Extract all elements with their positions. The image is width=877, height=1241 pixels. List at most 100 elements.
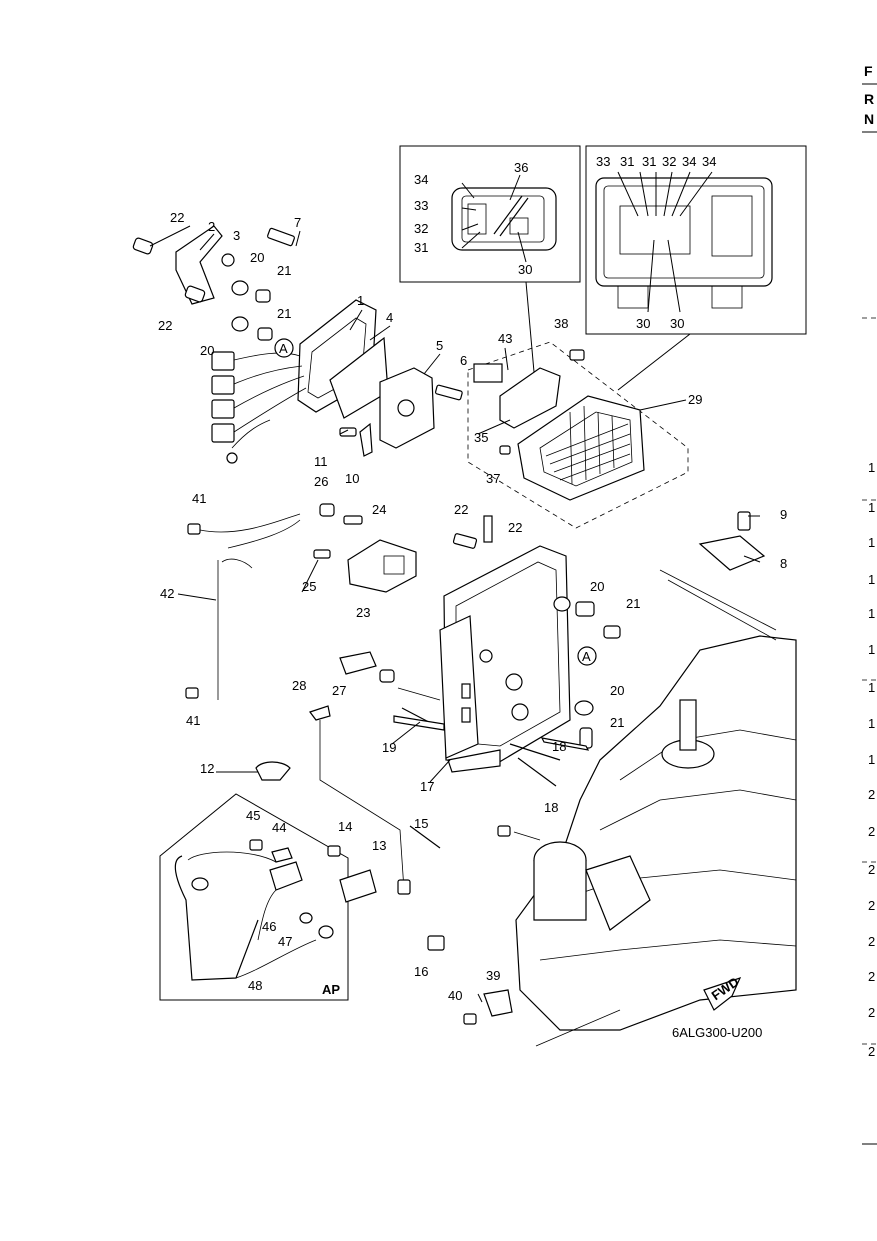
edge-number: 2	[868, 787, 875, 802]
callouts: 22 2 3 7 20 21 22 21 20 1 4 5 6 11 10 43…	[158, 210, 787, 1003]
callout: 20	[610, 683, 624, 698]
callout: 35	[474, 430, 488, 445]
inset-label: 30	[636, 316, 650, 331]
callout: 21	[610, 715, 624, 730]
callout: 40	[448, 988, 462, 1003]
drawing-code: 6ALG300-U200	[672, 1025, 762, 1040]
inset-right: 33 31 31 32 34 34 30 30	[585, 145, 807, 335]
edge-letter: N	[864, 111, 874, 127]
cdi-assembly: A	[132, 225, 463, 464]
inset-label: 32	[662, 154, 676, 169]
callout: 26	[314, 474, 328, 489]
callout: 20	[200, 343, 214, 358]
callout: 21	[626, 596, 640, 611]
ecu-assembly	[467, 341, 689, 529]
callout: 46	[262, 919, 276, 934]
ap-inset: AP	[159, 793, 349, 1001]
callout: 23	[356, 605, 370, 620]
callout: 44	[272, 820, 286, 835]
callout: 18	[544, 800, 558, 815]
callout: 12	[200, 761, 214, 776]
callout: 14	[338, 819, 352, 834]
callout: 27	[332, 683, 346, 698]
callout: 47	[278, 934, 292, 949]
callout: 18	[552, 739, 566, 754]
inset-label: 33	[414, 198, 428, 213]
edge-number: 1	[868, 642, 875, 657]
lower-cable	[309, 705, 590, 1025]
electrical-bracket: A	[401, 515, 621, 787]
inset-label: 34	[682, 154, 696, 169]
callout: 11	[314, 454, 328, 469]
edge-number: 1	[868, 500, 875, 515]
callout: 6	[460, 353, 467, 368]
edge-number: 1	[868, 752, 875, 767]
callout: 48	[248, 978, 262, 993]
inset-label: 33	[596, 154, 610, 169]
callout: 4	[386, 310, 393, 325]
callout: 42	[160, 586, 174, 601]
callout: 8	[780, 556, 787, 571]
callout: 3	[233, 228, 240, 243]
callout: 39	[486, 968, 500, 983]
edge-number: 1	[868, 680, 875, 695]
callout: 38	[554, 316, 568, 331]
callout: 22	[158, 318, 172, 333]
callout: 16	[414, 964, 428, 979]
ap-label: AP	[322, 982, 340, 997]
callout: 15	[414, 816, 428, 831]
edge-number: 2	[868, 1044, 875, 1059]
inset-label: 31	[620, 154, 634, 169]
callout: 24	[372, 502, 386, 517]
edge-letter: F	[864, 63, 873, 79]
callout: 22	[170, 210, 184, 225]
callout: 13	[372, 838, 386, 853]
callout: 22	[454, 502, 468, 517]
callout: 20	[250, 250, 264, 265]
callout: 37	[486, 471, 500, 486]
inset-label: 31	[642, 154, 656, 169]
callout: 43	[498, 331, 512, 346]
callout: 20	[590, 579, 604, 594]
edge-letter: R	[864, 91, 874, 107]
edge-number: 1	[868, 572, 875, 587]
callout: 7	[294, 215, 301, 230]
inset-label: 34	[414, 172, 428, 187]
callout: 28	[292, 678, 306, 693]
circle-marker: A	[279, 341, 288, 356]
edge-number: 2	[868, 824, 875, 839]
inset-label: 34	[702, 154, 716, 169]
edge-number: 1	[868, 606, 875, 621]
callout: 41	[192, 491, 206, 506]
callout: 22	[508, 520, 522, 535]
inset-label: 31	[414, 240, 428, 255]
callout: 21	[277, 263, 291, 278]
callout: 21	[277, 306, 291, 321]
callout: 17	[420, 779, 434, 794]
edge-number: 2	[868, 934, 875, 949]
right-edge-fragment: F R N 1 1 1 1 1 1 1 1 1 2 2 2 2 2 2 2 2	[862, 63, 877, 1145]
edge-number: 2	[868, 862, 875, 877]
callout: 1	[357, 293, 364, 308]
inset-label: 30	[518, 262, 532, 277]
inset-label: 32	[414, 221, 428, 236]
callout: 2	[208, 219, 215, 234]
edge-number: 1	[868, 535, 875, 550]
callout: 45	[246, 808, 260, 823]
circle-marker: A	[582, 649, 591, 664]
inset-left: 34 33 32 31 36 30	[399, 145, 581, 283]
edge-number: 2	[868, 1005, 875, 1020]
edge-number: 2	[868, 969, 875, 984]
callout: 29	[688, 392, 702, 407]
leader-lines	[149, 225, 761, 1003]
engine-block: FWD	[515, 511, 797, 1047]
inset-label: 30	[670, 316, 684, 331]
edge-number: 2	[868, 898, 875, 913]
harness-and-relay	[185, 503, 445, 781]
callout: 25	[302, 579, 316, 594]
callout: 41	[186, 713, 200, 728]
edge-number: 1	[868, 716, 875, 731]
callout: 10	[345, 471, 359, 486]
inset-label: 36	[514, 160, 528, 175]
